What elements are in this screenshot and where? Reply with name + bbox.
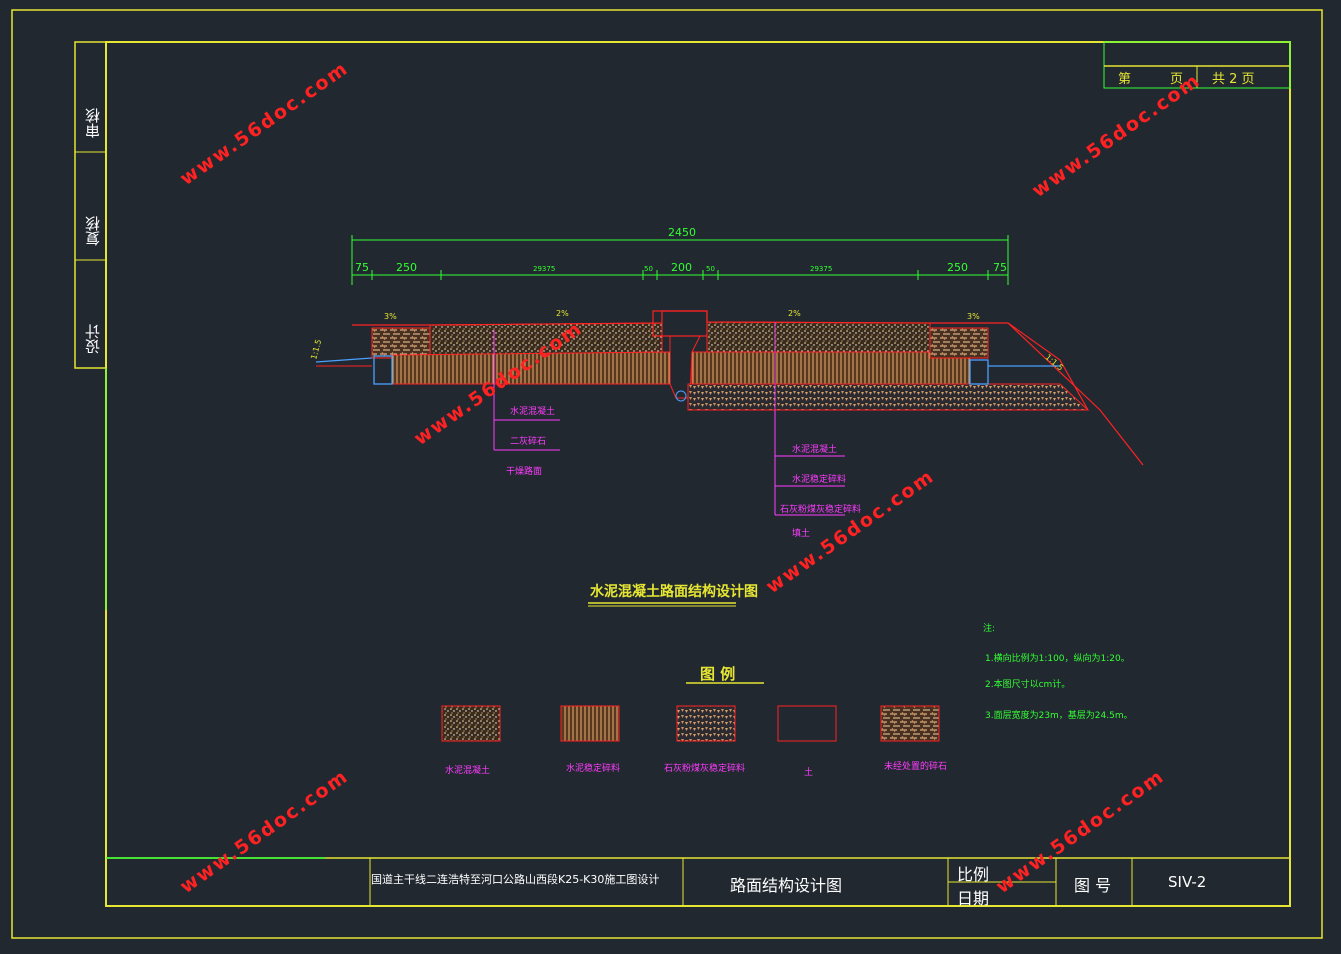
- total-pages: 共 2 页: [1212, 72, 1255, 87]
- callout-right-concrete: 水泥混凝土: [792, 445, 838, 455]
- callout-right-fill: 填土: [792, 529, 811, 539]
- shoulder-right: 3%: [967, 312, 980, 321]
- callout-left-dry-road: 干燥路面: [506, 467, 543, 477]
- side-label-recheck: 复核: [84, 216, 102, 246]
- dim-left-250: 250: [396, 261, 417, 274]
- legend-label-concrete: 水泥混凝土: [445, 766, 491, 776]
- figno-label: 图 号: [1074, 876, 1112, 895]
- project-name: 国道主干线二连浩特至河口公路山西段K25-K30施工图设计: [371, 873, 660, 886]
- legend-swatches: [441, 705, 940, 742]
- date-label: 日期: [957, 889, 990, 908]
- dim-right-250: 250: [947, 261, 968, 274]
- legend-label-soil: 土: [804, 768, 814, 778]
- callout-right-stabilized: 水泥稳定碎料: [792, 475, 847, 485]
- inner-frame: [105, 41, 1291, 907]
- legend-label-stabilized: 水泥稳定碎料: [566, 764, 621, 774]
- legend-label-gravel: 未经处置的碎石: [884, 762, 948, 772]
- figno-value: SIV-2: [1168, 873, 1207, 891]
- note-3: 3.面层宽度为23m，基层为24.5m。: [985, 711, 1133, 721]
- dim-right-mid: 29375: [810, 265, 833, 273]
- dimension-lines: [351, 235, 1009, 285]
- side-block: [74, 41, 107, 369]
- page-label-1: 第: [1118, 72, 1132, 87]
- drawing-title: 水泥混凝土路面结构设计图: [590, 584, 758, 600]
- drawing-name: 路面结构设计图: [730, 876, 843, 895]
- dim-left-mid: 29375: [533, 265, 556, 273]
- dim-right-75: 75: [993, 261, 1007, 274]
- callout-right-lime-flyash: 石灰粉煤灰稳定碎料: [780, 505, 862, 515]
- scale-label: 比例: [957, 865, 990, 884]
- cross-section: [315, 310, 1144, 466]
- callout-leaders: [493, 330, 845, 516]
- notes-heading: 注:: [983, 624, 996, 634]
- side-label-review: 审核: [84, 108, 102, 138]
- note-1: 1.横向比例为1:100，纵向为1:20。: [985, 654, 1130, 664]
- legend-title: 图 例: [700, 665, 736, 683]
- dim-total: 2450: [668, 226, 696, 239]
- dim-center-200: 200: [671, 261, 692, 274]
- legend-label-lime-flyash: 石灰粉煤灰稳定碎料: [664, 764, 746, 774]
- crown-left: 2%: [556, 309, 569, 318]
- note-2: 2.本图尺寸以cm计。: [985, 680, 1071, 690]
- callout-left-concrete: 水泥混凝土: [510, 407, 556, 417]
- outer-frame: [11, 9, 1323, 939]
- callout-left-lime-gravel: 二灰碎石: [510, 437, 547, 447]
- dim-left-50: 50: [644, 265, 653, 273]
- shoulder-left: 3%: [384, 312, 397, 321]
- page-label-2: 页: [1170, 72, 1184, 87]
- crown-right: 2%: [788, 309, 801, 318]
- dim-right-50: 50: [706, 265, 715, 273]
- side-label-design: 设计: [84, 324, 102, 354]
- dim-left-75: 75: [355, 261, 369, 274]
